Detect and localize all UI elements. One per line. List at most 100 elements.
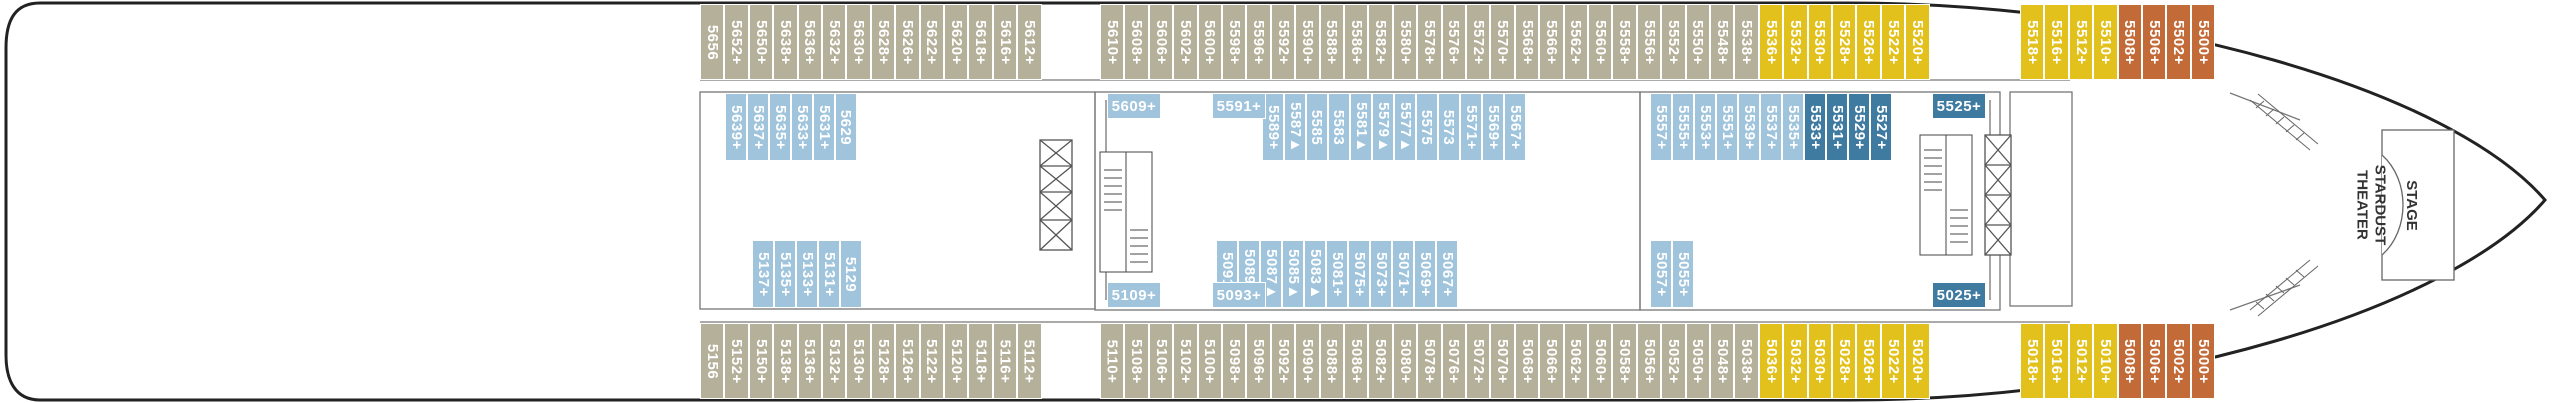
cabin-5616[interactable]: 5616+ — [992, 4, 1018, 80]
cabin-5082[interactable]: 5082+ — [1368, 323, 1393, 399]
cabin-5058[interactable]: 5058+ — [1612, 323, 1637, 399]
cabin-5506[interactable]: 5506+ — [2142, 4, 2167, 80]
cabin-5567[interactable]: 5567+ — [1504, 93, 1526, 161]
cabin-5626[interactable]: 5626+ — [895, 4, 920, 80]
cabin-5652[interactable]: 5652+ — [724, 4, 749, 80]
cabin-5026[interactable]: 5026+ — [1856, 323, 1881, 399]
cabin-5131[interactable]: 5131+ — [818, 240, 840, 308]
cabin-5126[interactable]: 5126+ — [895, 323, 920, 399]
cabin-5557[interactable]: 5557+ — [1650, 93, 1672, 161]
cabin-5573[interactable]: 5573 — [1438, 93, 1460, 161]
cabin-5579[interactable]: 5579▲ — [1372, 93, 1394, 161]
cabin-5032[interactable]: 5032+ — [1783, 323, 1808, 399]
cabin-5630[interactable]: 5630+ — [846, 4, 871, 80]
cabin-5132[interactable]: 5132+ — [822, 323, 847, 399]
cabin-5133[interactable]: 5133+ — [796, 240, 818, 308]
cabin-5018[interactable]: 5018+ — [2020, 323, 2045, 399]
cabin-5078[interactable]: 5078+ — [1417, 323, 1442, 399]
cabin-5085[interactable]: 5085▲ — [1282, 240, 1304, 308]
cabin-5639[interactable]: 5639+ — [725, 93, 747, 161]
cabin-5102[interactable]: 5102+ — [1173, 323, 1198, 399]
cabin-5071[interactable]: 5071+ — [1392, 240, 1414, 308]
cabin-5583[interactable]: 5583 — [1328, 93, 1350, 161]
cabin-5152[interactable]: 5152+ — [724, 323, 749, 399]
cabin-5112[interactable]: 5112+ — [1017, 323, 1042, 399]
cabin-5591[interactable]: 5591+ — [1212, 93, 1266, 119]
cabin-5038[interactable]: 5038+ — [1734, 323, 1759, 399]
cabin-5073[interactable]: 5073+ — [1370, 240, 1392, 308]
cabin-5120[interactable]: 5120+ — [944, 323, 969, 399]
cabin-5572[interactable]: 5572+ — [1466, 4, 1491, 80]
cabin-5620[interactable]: 5620+ — [944, 4, 969, 80]
cabin-5558[interactable]: 5558+ — [1612, 4, 1637, 80]
cabin-5057[interactable]: 5057+ — [1650, 240, 1672, 308]
cabin-5576[interactable]: 5576+ — [1441, 4, 1466, 80]
cabin-5650[interactable]: 5650+ — [748, 4, 774, 80]
cabin-5560[interactable]: 5560+ — [1588, 4, 1613, 80]
cabin-5072[interactable]: 5072+ — [1466, 323, 1491, 399]
cabin-5602[interactable]: 5602+ — [1173, 4, 1198, 80]
cabin-5589[interactable]: 5589+ — [1262, 93, 1284, 161]
cabin-5587[interactable]: 5587▲ — [1284, 93, 1306, 161]
cabin-5635[interactable]: 5635+ — [769, 93, 791, 161]
cabin-5502[interactable]: 5502+ — [2166, 4, 2191, 80]
cabin-5512[interactable]: 5512+ — [2068, 4, 2094, 80]
cabin-5596[interactable]: 5596+ — [1246, 4, 1271, 80]
cabin-5075[interactable]: 5075+ — [1348, 240, 1370, 308]
cabin-5128[interactable]: 5128+ — [870, 323, 896, 399]
cabin-5525[interactable]: 5525+ — [1932, 93, 1986, 119]
cabin-5555[interactable]: 5555+ — [1672, 93, 1694, 161]
cabin-5531[interactable]: 5531+ — [1826, 93, 1848, 161]
cabin-5092[interactable]: 5092+ — [1270, 323, 1296, 399]
cabin-5056[interactable]: 5056+ — [1636, 323, 1662, 399]
cabin-5136[interactable]: 5136+ — [797, 323, 822, 399]
cabin-5090[interactable]: 5090+ — [1295, 323, 1320, 399]
cabin-5618[interactable]: 5618+ — [968, 4, 993, 80]
cabin-5116[interactable]: 5116+ — [992, 323, 1018, 399]
cabin-5530[interactable]: 5530+ — [1807, 4, 1832, 80]
cabin-5526[interactable]: 5526+ — [1856, 4, 1881, 80]
cabin-5533[interactable]: 5533+ — [1804, 93, 1826, 161]
cabin-5520[interactable]: 5520+ — [1905, 4, 1930, 80]
cabin-5571[interactable]: 5571+ — [1460, 93, 1482, 161]
cabin-5581[interactable]: 5581▲ — [1350, 93, 1372, 161]
cabin-5629[interactable]: 5629 — [835, 93, 857, 161]
cabin-5586[interactable]: 5586+ — [1344, 4, 1369, 80]
cabin-5066[interactable]: 5066+ — [1539, 323, 1564, 399]
cabin-5080[interactable]: 5080+ — [1392, 323, 1418, 399]
cabin-5570[interactable]: 5570+ — [1490, 4, 1515, 80]
cabin-5633[interactable]: 5633+ — [791, 93, 813, 161]
cabin-5516[interactable]: 5516+ — [2044, 4, 2069, 80]
cabin-5527[interactable]: 5527+ — [1870, 93, 1892, 161]
cabin-5020[interactable]: 5020+ — [1905, 323, 1930, 399]
cabin-5636[interactable]: 5636+ — [797, 4, 822, 80]
cabin-5122[interactable]: 5122+ — [919, 323, 944, 399]
cabin-5518[interactable]: 5518+ — [2020, 4, 2045, 80]
cabin-5510[interactable]: 5510+ — [2093, 4, 2118, 80]
cabin-5535[interactable]: 5535+ — [1782, 93, 1804, 161]
cabin-5588[interactable]: 5588+ — [1319, 4, 1344, 80]
cabin-5062[interactable]: 5062+ — [1563, 323, 1588, 399]
cabin-5109[interactable]: 5109+ — [1107, 282, 1161, 308]
cabin-5569[interactable]: 5569+ — [1482, 93, 1504, 161]
cabin-5539[interactable]: 5539+ — [1738, 93, 1760, 161]
cabin-5612[interactable]: 5612+ — [1017, 4, 1042, 80]
cabin-5016[interactable]: 5016+ — [2044, 323, 2069, 399]
cabin-5068[interactable]: 5068+ — [1514, 323, 1540, 399]
cabin-5083[interactable]: 5083▲ — [1304, 240, 1326, 308]
cabin-5012[interactable]: 5012+ — [2068, 323, 2094, 399]
cabin-5551[interactable]: 5551+ — [1716, 93, 1738, 161]
cabin-5022[interactable]: 5022+ — [1880, 323, 1906, 399]
cabin-5638[interactable]: 5638+ — [773, 4, 798, 80]
cabin-5100[interactable]: 5100+ — [1197, 323, 1222, 399]
cabin-5600[interactable]: 5600+ — [1197, 4, 1222, 80]
cabin-5106[interactable]: 5106+ — [1148, 323, 1174, 399]
cabin-5129[interactable]: 5129 — [840, 240, 862, 308]
cabin-5537[interactable]: 5537+ — [1760, 93, 1782, 161]
cabin-5538[interactable]: 5538+ — [1734, 4, 1759, 80]
cabin-5118[interactable]: 5118+ — [968, 323, 993, 399]
cabin-5550[interactable]: 5550+ — [1685, 4, 1710, 80]
cabin-5606[interactable]: 5606+ — [1148, 4, 1174, 80]
cabin-5000[interactable]: 5000+ — [2190, 323, 2216, 399]
cabin-5631[interactable]: 5631+ — [813, 93, 835, 161]
